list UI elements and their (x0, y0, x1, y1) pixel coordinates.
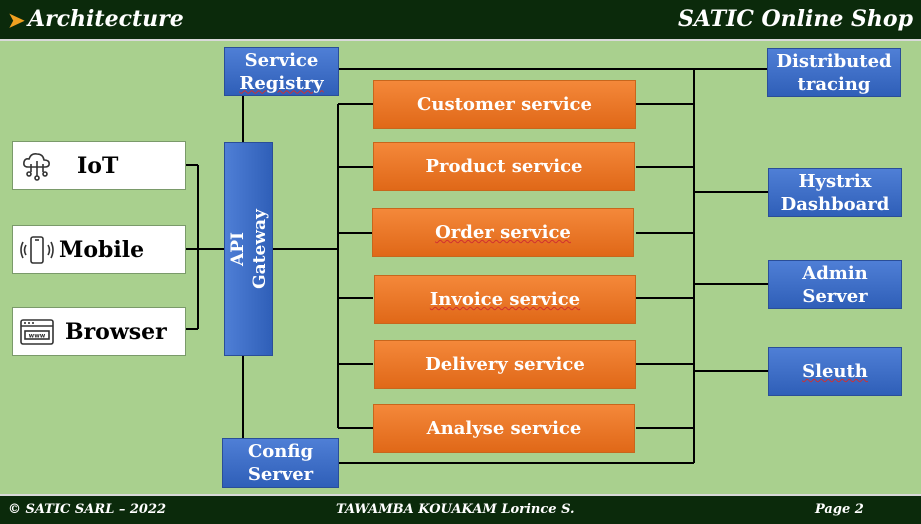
client-label: IoT (77, 152, 119, 179)
service-analyse: Analyse service (373, 404, 635, 453)
slide-brand-title: SATIC Online Shop (677, 6, 913, 32)
service-order: Order service (372, 208, 634, 257)
footer-author: TAWAMBA KOUAKAM Lorince S. (336, 502, 575, 517)
iot-cloud-icon (23, 153, 50, 181)
api-gateway: API Gateway (224, 142, 273, 356)
header-bar: ➤ Architecture SATIC Online Shop (0, 0, 921, 41)
client-iot: IoT (12, 141, 186, 190)
svg-text:www: www (29, 333, 46, 340)
client-label: Browser (65, 318, 167, 345)
service-delivery: Delivery service (374, 340, 636, 389)
service-customer: Customer service (373, 80, 636, 129)
api-gateway-label: API Gateway (227, 209, 270, 289)
footer-bar: © SATIC SARL – 2022 TAWAMBA KOUAKAM Lori… (0, 494, 921, 524)
config-server: Config Server (222, 438, 339, 488)
service-invoice: Invoice service (374, 275, 636, 324)
client-mobile: Mobile (12, 225, 186, 274)
service-registry: Service Registry (224, 47, 339, 96)
tool-admin-server: Admin Server (768, 260, 902, 309)
mobile-phone-icon (20, 236, 54, 264)
footer-copyright: © SATIC SARL – 2022 (8, 502, 167, 517)
browser-window-icon: www (20, 319, 54, 345)
tool-sleuth: Sleuth (768, 347, 902, 396)
client-browser: www Browser (12, 307, 186, 356)
tool-distributed-tracing: Distributed tracing (767, 48, 901, 97)
client-label: Mobile (59, 236, 145, 263)
footer-page-number: Page 2 (815, 502, 864, 517)
slide-title: Architecture (28, 6, 184, 32)
bullet-arrow-icon: ➤ (8, 8, 25, 32)
tool-hystrix-dashboard: Hystrix Dashboard (768, 168, 902, 217)
service-product: Product service (373, 142, 635, 191)
